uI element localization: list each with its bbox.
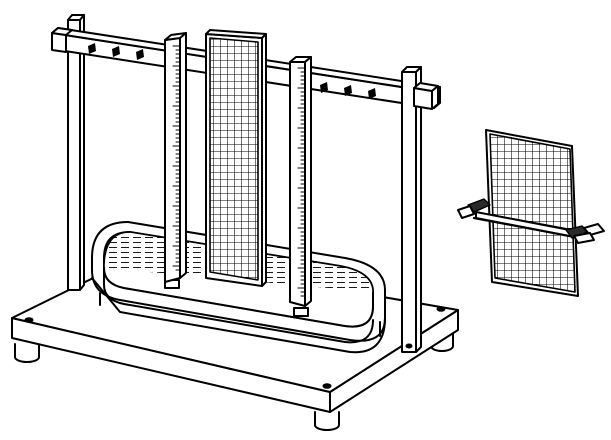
center-plate-grid [209,37,259,281]
left-ruler-ticks [172,45,181,271]
left-upright-post [67,14,85,291]
left-clamp-block [51,27,73,53]
crossbar-slots [88,43,376,99]
right-ruler [289,56,312,307]
right-ruler-ticks [297,67,306,297]
right-upright-post [401,66,422,353]
detached-grid-plate [485,129,579,297]
left-ruler [164,32,187,283]
foot-front-left [14,343,40,363]
detached-plate-grid [489,133,576,293]
center-grid-plate [205,29,267,287]
right-clamp-block [413,82,439,110]
foot-front-right [314,411,340,431]
right-post-screw [405,343,413,349]
plate-clip [457,198,605,244]
